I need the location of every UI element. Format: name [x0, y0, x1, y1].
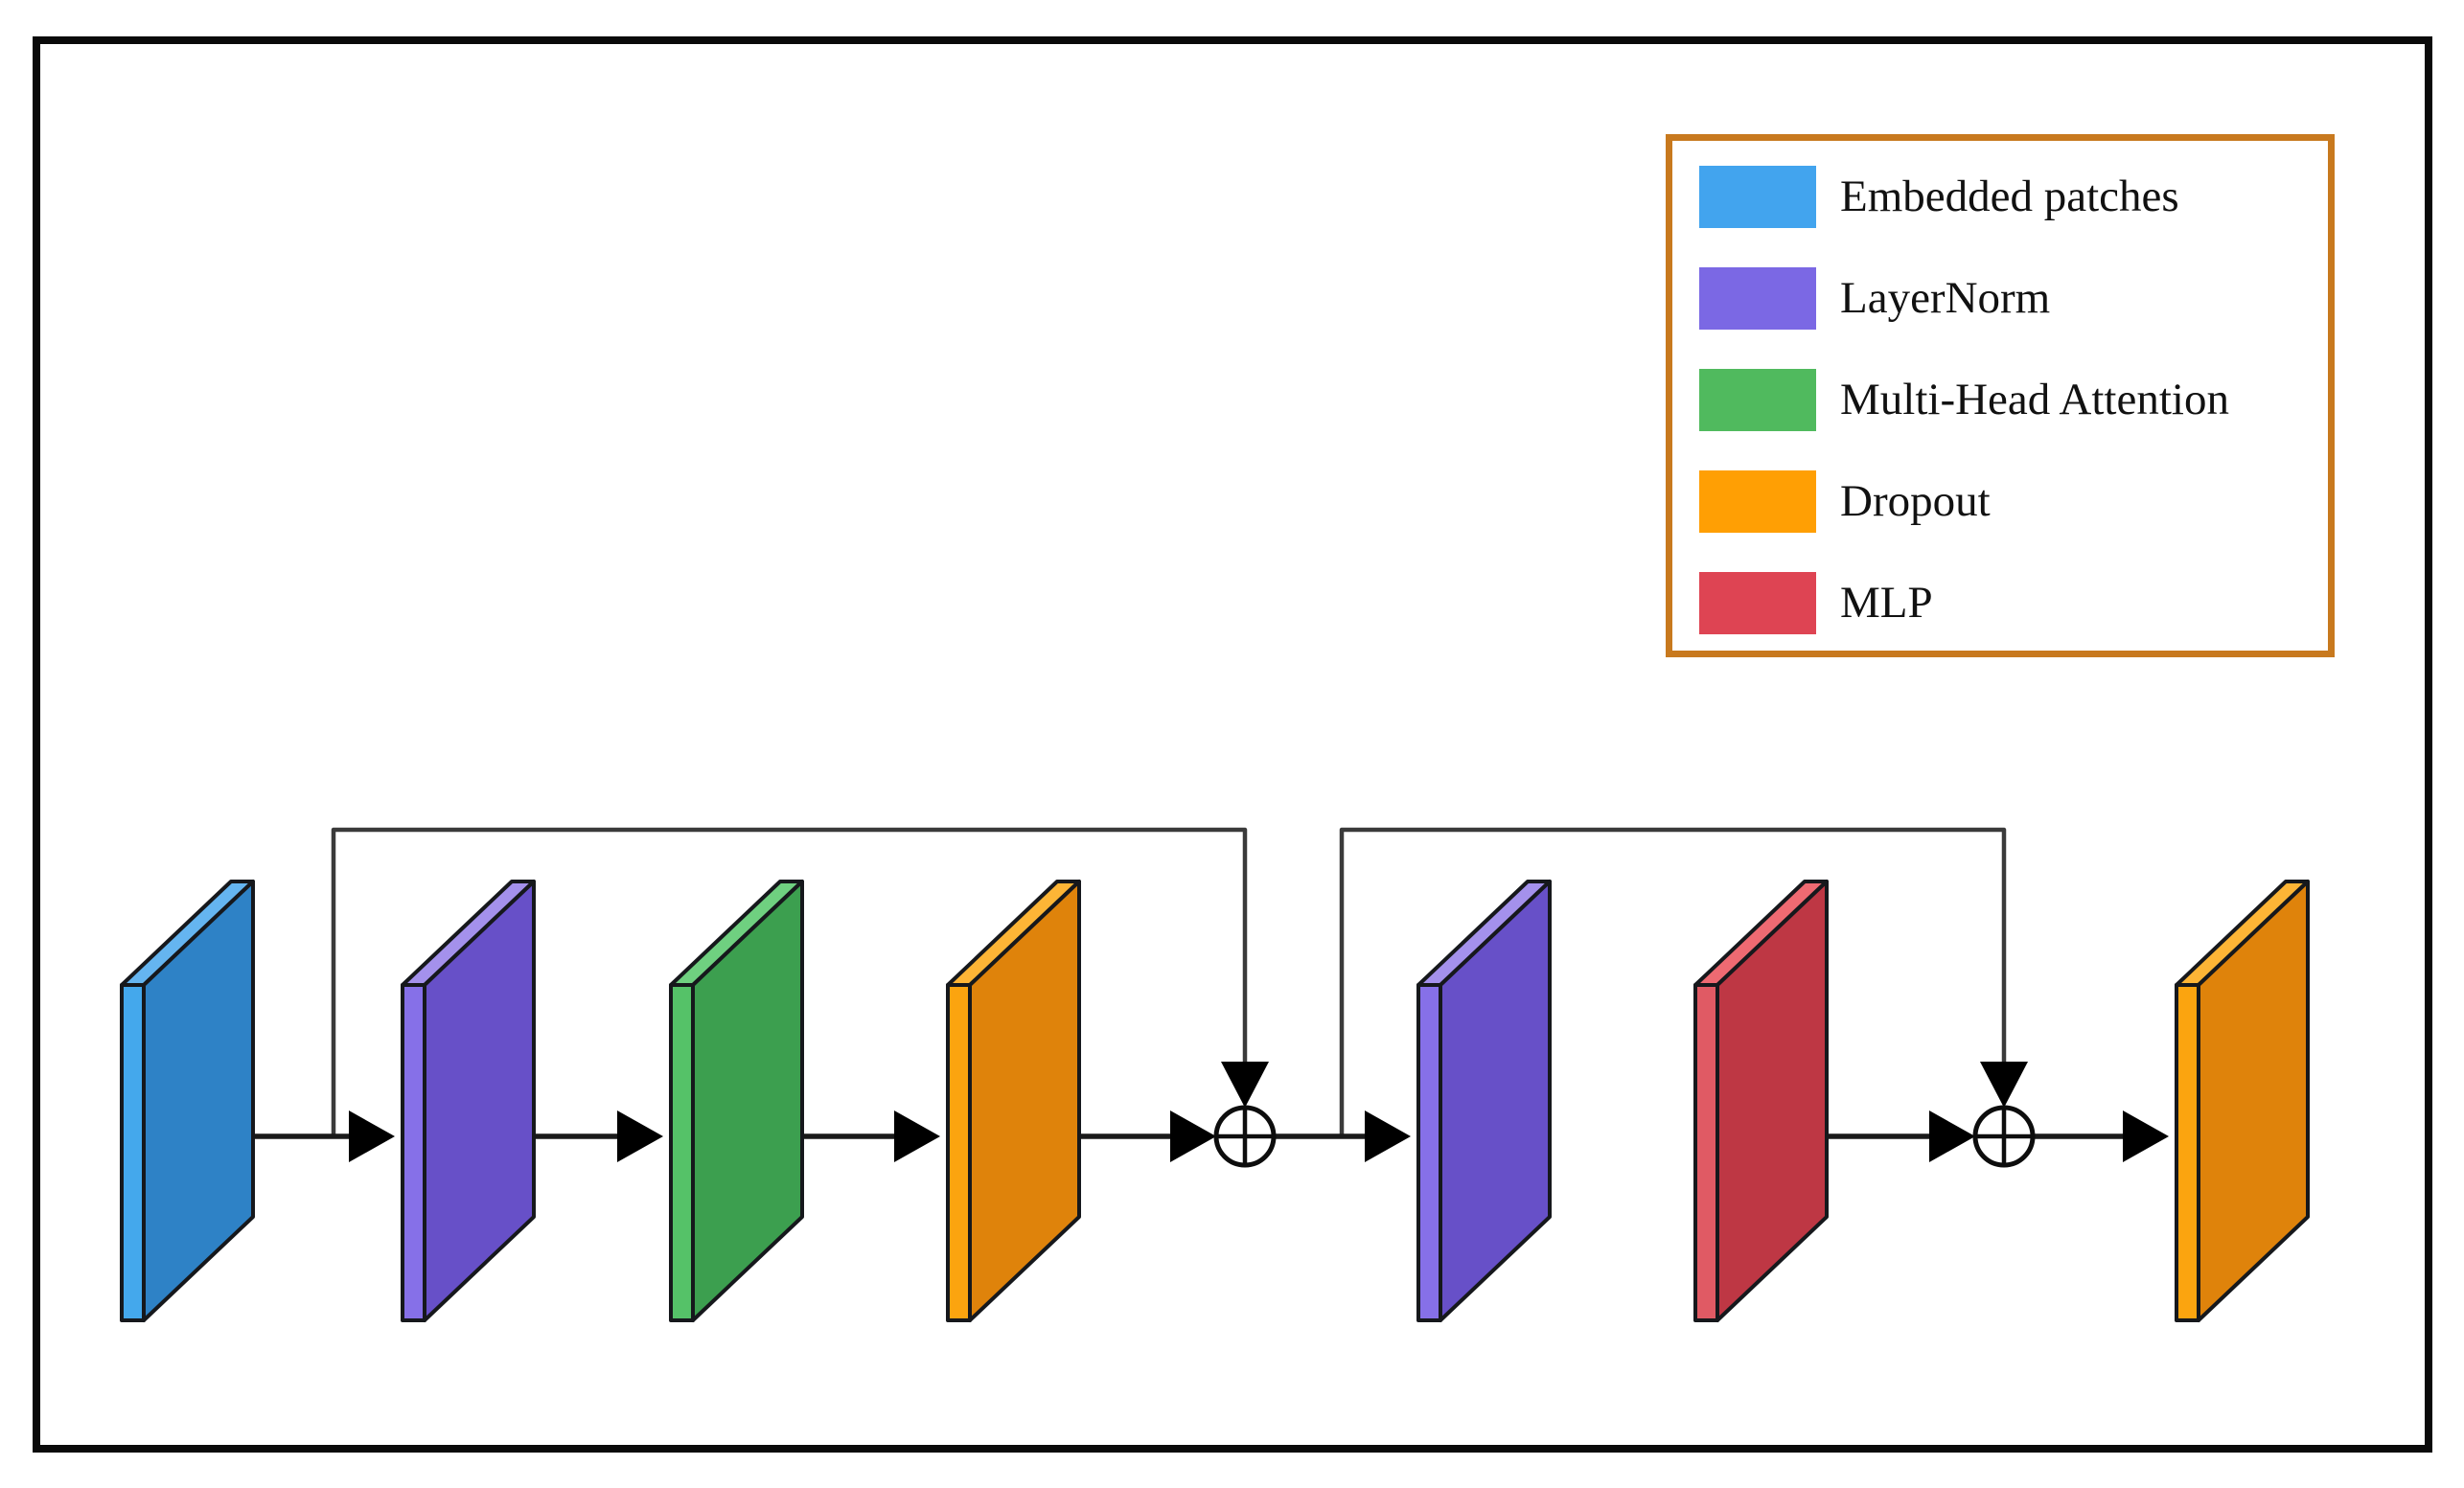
dropout-1-block: [946, 880, 1081, 1322]
mlp-swatch: [1699, 572, 1816, 634]
legend-label: Multi-Head Attention: [1840, 375, 2229, 424]
dropout-2-block: [2175, 880, 2310, 1322]
embedded-patches-block: [120, 880, 255, 1322]
legend-label: MLP: [1840, 578, 1933, 628]
skip-line: [331, 827, 1248, 1136]
multi-head-attention-block: [669, 880, 804, 1322]
block-front-face: [423, 880, 536, 1322]
right-arrowhead-icon: [617, 1110, 663, 1162]
residual-add-2-node: [1972, 1105, 2036, 1168]
embedded-patches-swatch: [1699, 166, 1816, 228]
block-front-face: [1439, 880, 1552, 1322]
legend-item-multi-head-attention: Multi-Head Attention: [1699, 369, 2328, 431]
legend-label: Dropout: [1840, 476, 1991, 526]
block-side-face: [1416, 983, 1442, 1322]
layernorm-1-block: [401, 880, 536, 1322]
right-arrowhead-icon: [1365, 1110, 1411, 1162]
block-front-face: [691, 880, 804, 1322]
skip-connection-2: [1339, 827, 2028, 1136]
figure-frame: [33, 36, 2432, 1453]
block-side-face: [120, 983, 146, 1322]
block-front-face: [968, 880, 1081, 1322]
layernorm-2-block: [1416, 880, 1552, 1322]
right-arrowhead-icon: [349, 1110, 395, 1162]
dropout-swatch: [1699, 470, 1816, 533]
right-arrowhead-icon: [1929, 1110, 1975, 1162]
residual-add-1-node: [1213, 1105, 1277, 1168]
block-side-face: [401, 983, 426, 1322]
right-arrowhead-icon: [1170, 1110, 1216, 1162]
skip-line: [1339, 827, 2007, 1136]
block-side-face: [1693, 983, 1719, 1322]
down-arrowhead-icon: [1221, 1062, 1269, 1108]
right-arrowhead-icon: [2123, 1110, 2169, 1162]
block-side-face: [669, 983, 695, 1322]
legend-label: Embedded patches: [1840, 172, 2179, 221]
right-arrowhead-icon: [894, 1110, 940, 1162]
legend-item-layernorm: LayerNorm: [1699, 267, 2328, 330]
mlp-block: [1693, 880, 1829, 1322]
legend-item-dropout: Dropout: [1699, 470, 2328, 533]
block-front-face: [142, 880, 255, 1322]
legend-label: LayerNorm: [1840, 273, 2051, 323]
legend-item-embedded-patches: Embedded patches: [1699, 166, 2328, 228]
multi-head-attention-swatch: [1699, 369, 1816, 431]
block-front-face: [2197, 880, 2310, 1322]
block-front-face: [1716, 880, 1829, 1322]
skip-connection-1: [331, 827, 1269, 1136]
layernorm-swatch: [1699, 267, 1816, 330]
legend-box: Embedded patches LayerNorm Multi-Head At…: [1666, 134, 2335, 657]
legend-item-mlp: MLP: [1699, 572, 2328, 634]
block-side-face: [946, 983, 972, 1322]
down-arrowhead-icon: [1980, 1062, 2028, 1108]
block-side-face: [2175, 983, 2200, 1322]
